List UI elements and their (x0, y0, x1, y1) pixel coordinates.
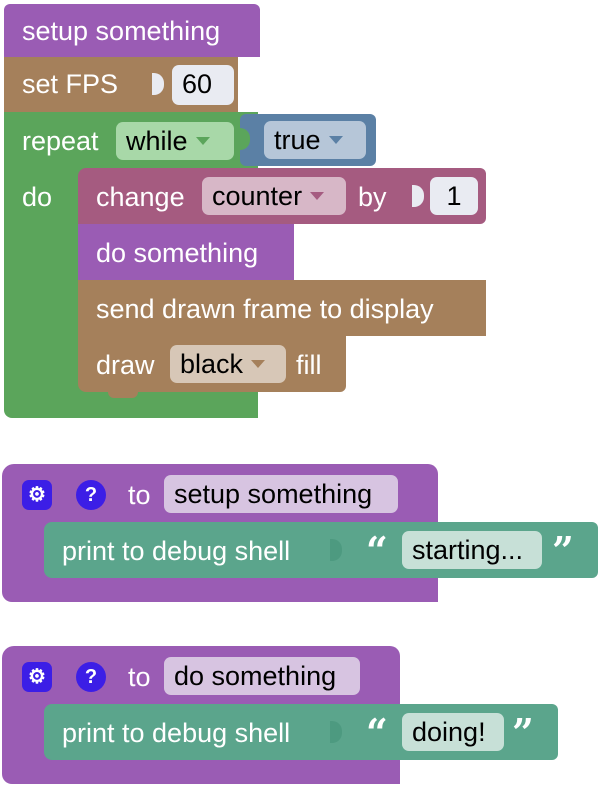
print-label: print to debug shell (62, 718, 291, 748)
help-icon[interactable]: ? (76, 480, 106, 510)
chevron-down-icon (310, 191, 325, 200)
set-fps-block[interactable]: set FPS 60 (4, 57, 238, 112)
close-quote-icon: ” (552, 528, 574, 573)
function-to-label: to (128, 480, 151, 510)
gear-icon[interactable]: ⚙ (22, 662, 52, 692)
debug-text-field[interactable]: starting... (402, 531, 542, 569)
draw-color-value: black (180, 349, 244, 379)
gear-icon[interactable]: ⚙ (22, 480, 52, 510)
setup-something-call-block[interactable]: setup something (4, 4, 260, 57)
fill-label: fill (296, 350, 322, 380)
draw-color-dropdown[interactable]: black (170, 345, 286, 383)
send-frame-label: send drawn frame to display (96, 294, 434, 324)
change-amount-field[interactable]: 1 (430, 177, 478, 215)
true-dropdown[interactable]: true (264, 121, 366, 159)
print-debug-block[interactable]: print to debug shell “ doing! ” (44, 704, 558, 760)
setup-something-label: setup something (22, 16, 221, 46)
change-amount-value: 1 (446, 181, 462, 211)
function-name-field[interactable]: do something (164, 657, 360, 695)
help-icon[interactable]: ? (76, 662, 106, 692)
string-socket (330, 539, 342, 561)
do-something-call-block[interactable]: do something (78, 224, 294, 280)
close-quote-icon: ” (512, 710, 534, 755)
send-frame-block[interactable]: send drawn frame to display (78, 280, 486, 336)
print-debug-block[interactable]: print to debug shell “ starting... ” (44, 522, 598, 578)
repeat-label: repeat (22, 126, 99, 156)
change-label: change (96, 182, 185, 212)
debug-text-field[interactable]: doing! (402, 713, 504, 751)
function-name-value: setup something (174, 479, 373, 509)
do-something-label: do something (96, 238, 259, 268)
print-label: print to debug shell (62, 536, 291, 566)
fps-value: 60 (182, 69, 213, 99)
true-boolean-block[interactable]: true (238, 114, 376, 166)
value-socket (412, 185, 424, 207)
draw-label: draw (96, 350, 155, 380)
boolean-connector (238, 128, 250, 150)
draw-fill-block[interactable]: draw black fill (78, 336, 346, 392)
repeat-mode-dropdown[interactable]: while (116, 122, 234, 160)
function-name-field[interactable]: setup something (164, 475, 398, 513)
debug-text-value: starting... (412, 535, 524, 565)
do-label: do (22, 182, 53, 212)
function-to-label: to (128, 662, 151, 692)
true-value: true (274, 125, 321, 155)
open-quote-icon: “ (366, 710, 388, 755)
value-socket (152, 73, 164, 95)
counter-variable-value: counter (212, 181, 303, 211)
chevron-down-icon (251, 359, 266, 368)
repeat-mode-value: while (126, 126, 188, 156)
statement-notch (108, 392, 138, 398)
change-counter-block[interactable]: change counter by 1 (78, 168, 486, 224)
fps-value-field[interactable]: 60 (172, 65, 234, 105)
by-label: by (358, 182, 387, 212)
counter-variable-dropdown[interactable]: counter (202, 177, 346, 215)
open-quote-icon: “ (366, 528, 388, 573)
string-socket (330, 721, 342, 743)
chevron-down-icon (195, 136, 210, 145)
chevron-down-icon (328, 135, 343, 144)
set-fps-label: set FPS (22, 69, 119, 99)
debug-text-value: doing! (412, 717, 486, 747)
function-name-value: do something (174, 661, 337, 691)
